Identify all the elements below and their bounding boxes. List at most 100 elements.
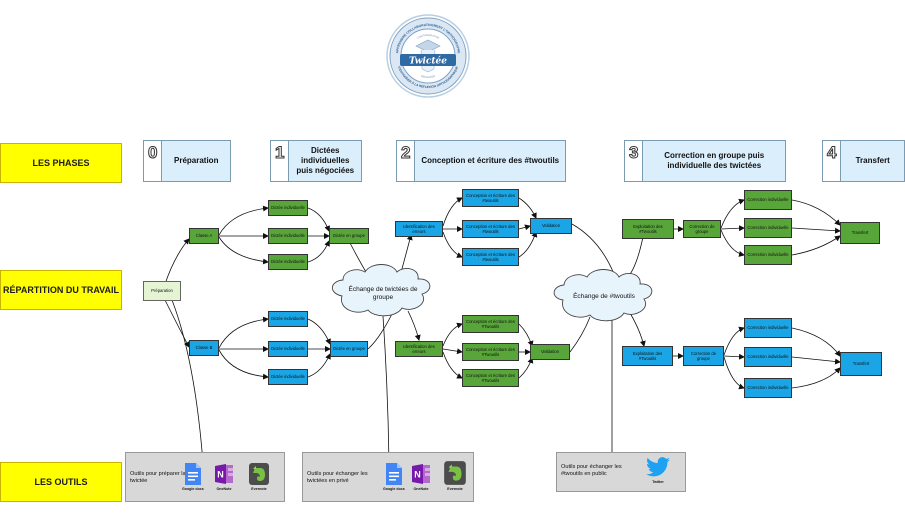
onenote-icon: N xyxy=(215,464,233,484)
connector xyxy=(218,316,269,349)
connector xyxy=(791,356,841,365)
node-validation: Validation xyxy=(530,344,570,360)
node-dictee-individuelle: Dictée individuelle xyxy=(268,369,308,385)
google-docs-tool: Google docs xyxy=(182,462,204,491)
node-dictee-individuelle: Dictée individuelle xyxy=(268,228,308,244)
connector xyxy=(164,238,190,285)
connector xyxy=(218,205,269,236)
connector xyxy=(518,224,531,231)
connector xyxy=(791,367,841,389)
phase-1: 1 Dictées individuelles puis négociées xyxy=(270,140,362,182)
node-correction-groupe: Correction de groupe xyxy=(683,346,724,366)
connector xyxy=(307,240,330,263)
connector xyxy=(629,312,646,347)
node-conception: Conception et écriture des #twoutils xyxy=(462,220,519,238)
tool-label: Twitter xyxy=(652,480,664,484)
svg-text:N: N xyxy=(414,470,421,480)
tool-label: Google docs xyxy=(383,487,405,491)
connector xyxy=(218,236,269,265)
phase-number: 2 xyxy=(397,141,416,181)
connector xyxy=(218,349,269,380)
evernote-tool: Evernote xyxy=(443,460,467,491)
panel-caption: Outils pour échanger les twictées en pri… xyxy=(307,471,368,485)
node-dictee-individuelle: Dictée individuelle xyxy=(268,341,308,357)
google-docs-icon xyxy=(385,463,402,485)
tool-label: Evernote xyxy=(251,487,267,491)
phase-title: Transfert xyxy=(855,156,890,165)
tools-panel-echange-public: Outils pour échanger les #twoutils en pu… xyxy=(556,452,686,492)
node-validation: Validation xyxy=(530,218,572,234)
connector xyxy=(569,316,591,353)
node-correction-individuelle: Correction individuelle xyxy=(744,378,792,398)
node-dictee-individuelle: Dictée individuelle xyxy=(268,200,308,216)
connector xyxy=(518,323,534,347)
onenote-tool: N OneNote xyxy=(411,462,431,491)
phase-2: 2 Conception et écriture des #twoutils xyxy=(396,140,566,182)
node-correction-individuelle: Correction individuelle xyxy=(744,218,792,238)
connector xyxy=(307,318,331,345)
connector xyxy=(407,310,421,341)
connector xyxy=(367,311,394,350)
cloud-shape xyxy=(331,264,431,317)
evernote-icon xyxy=(249,463,269,485)
connector xyxy=(723,326,745,356)
svg-text:N: N xyxy=(217,470,224,480)
node-conception: Conception et écriture des #Twoutils xyxy=(462,315,519,333)
google-docs-tool: Google docs xyxy=(383,462,405,491)
phase-number: 0 xyxy=(144,141,163,181)
onenote-tool: N OneNote xyxy=(214,462,234,491)
connector xyxy=(723,353,745,360)
logo-inner-bottom: RÉFLEXION xyxy=(421,73,436,79)
twitter-icon xyxy=(646,457,670,477)
connector xyxy=(723,356,745,390)
node-correction-groupe: Correction de groupe xyxy=(683,220,721,238)
node-dictee-individuelle: Dictée individuelle xyxy=(268,311,308,327)
svg-text:L'ORTHOGRAPHE: L'ORTHOGRAPHE xyxy=(416,33,440,40)
node-correction-individuelle: Correction individuelle xyxy=(744,347,792,367)
connector xyxy=(442,231,463,258)
connector xyxy=(442,322,463,347)
node-dictee-groupe: Dictée en groupe xyxy=(329,228,369,244)
node-transfert: Transfert xyxy=(840,222,880,244)
node-classe-b: Classe B xyxy=(189,340,219,356)
tools-panel-preparation: Outils pour préparer la twictée Google d… xyxy=(125,452,285,502)
twitter-tool: Twitter xyxy=(645,457,671,484)
panel-caption: Outils pour échanger les #twoutils en pu… xyxy=(561,464,622,478)
connector xyxy=(164,299,190,348)
connector xyxy=(791,227,841,234)
connector xyxy=(720,229,745,257)
connector xyxy=(791,235,841,256)
phase-title: Dictées individuelles puis négociées xyxy=(296,146,355,175)
tool-label: OneNote xyxy=(413,487,429,491)
node-transfert: Transfert xyxy=(840,352,882,376)
connector xyxy=(720,225,745,232)
connector xyxy=(442,197,463,227)
node-conception: Conception et écriture des #twoutils xyxy=(462,248,519,266)
node-preparation: Préparation xyxy=(143,281,181,301)
google-docs-icon xyxy=(184,463,201,485)
phase-title: Correction en groupe puis individuelle d… xyxy=(664,151,765,170)
tool-label: OneNote xyxy=(216,487,232,491)
node-correction-individuelle: Correction individuelle xyxy=(744,318,792,338)
cloud-shape xyxy=(553,269,653,322)
phase-number: 3 xyxy=(625,141,644,181)
connector xyxy=(791,199,841,226)
node-identification: Identification des erreurs xyxy=(395,221,443,237)
node-exploitation: Exploitation des #Twoutils xyxy=(622,346,673,366)
connector xyxy=(518,197,537,219)
twictee-logo: APPRENDRE COLLABORATIVEMENT L'ORTHOGRAPH… xyxy=(386,14,470,98)
tools-panel-echange-prive: Outils pour échanger les twictées en pri… xyxy=(302,452,474,502)
tool-label: Evernote xyxy=(447,487,463,491)
connector xyxy=(382,315,390,464)
tool-label: Google docs xyxy=(182,487,204,491)
phase-title: Préparation xyxy=(174,156,219,165)
panel-caption: Outils pour préparer la twictée xyxy=(130,471,186,485)
row-label-phases: LES PHASES xyxy=(0,143,122,183)
node-classe-a: Classe A xyxy=(189,228,219,244)
connector xyxy=(791,327,841,357)
node-dictee-individuelle: Dictée individuelle xyxy=(268,254,308,270)
phase-3: 3 Correction en groupe puis individuelle… xyxy=(624,140,786,182)
connector xyxy=(171,299,204,464)
connector xyxy=(518,357,534,379)
